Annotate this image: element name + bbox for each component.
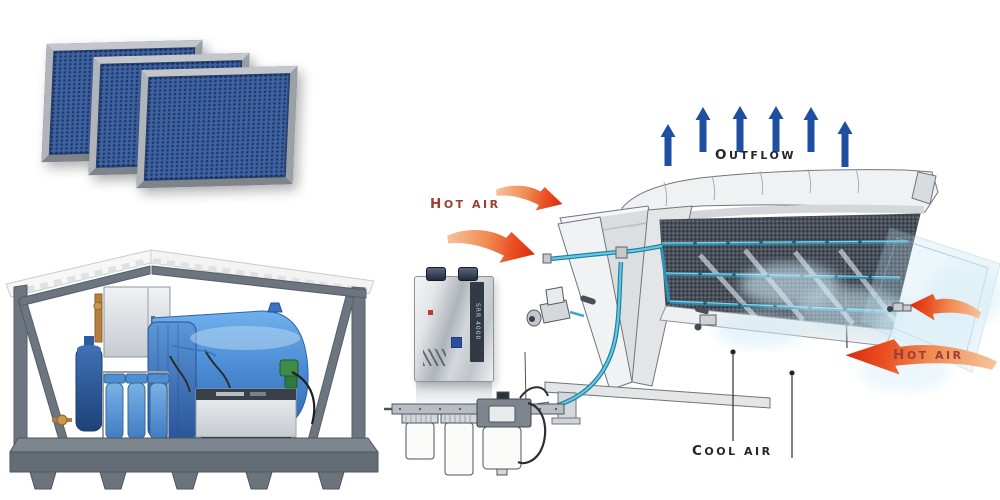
device-model-label: SRR 4000 [470, 282, 484, 362]
device-port-right [458, 267, 478, 281]
dry-cooler-illustration [384, 106, 1000, 476]
base-skid [9, 437, 379, 490]
green-pump [279, 359, 316, 425]
hot-air-left-label: HOT AIR [430, 196, 501, 212]
pump-skid-photo [5, 249, 379, 490]
leader-lines [730, 349, 795, 458]
water-treatment-device: SRR 4000 [414, 267, 494, 382]
valve-on-coil [694, 306, 717, 331]
device-vents [423, 349, 446, 366]
outflow-label: OUTFLOW [715, 147, 797, 163]
separator-cylinder [75, 293, 103, 432]
device-logo [428, 310, 433, 315]
mist-clouds [715, 263, 905, 348]
air-filter-panel-front [136, 65, 298, 189]
cartridge-rack [102, 371, 170, 447]
solenoid-valve-left [526, 286, 596, 327]
cool-air-label: COOL AIR [692, 443, 773, 459]
device-port-left [426, 267, 446, 281]
device-indicator [451, 337, 462, 348]
brass-valve [52, 414, 72, 426]
device-reflection [416, 382, 492, 408]
fitting-right [887, 302, 912, 312]
hoses [169, 349, 231, 393]
canopy-roof [5, 249, 375, 298]
tee-fitting [615, 246, 628, 259]
hot-air-right-label: HOT AIR [893, 347, 964, 363]
dosing-filter-assembly [384, 351, 565, 476]
outflow-arrows [660, 106, 853, 167]
